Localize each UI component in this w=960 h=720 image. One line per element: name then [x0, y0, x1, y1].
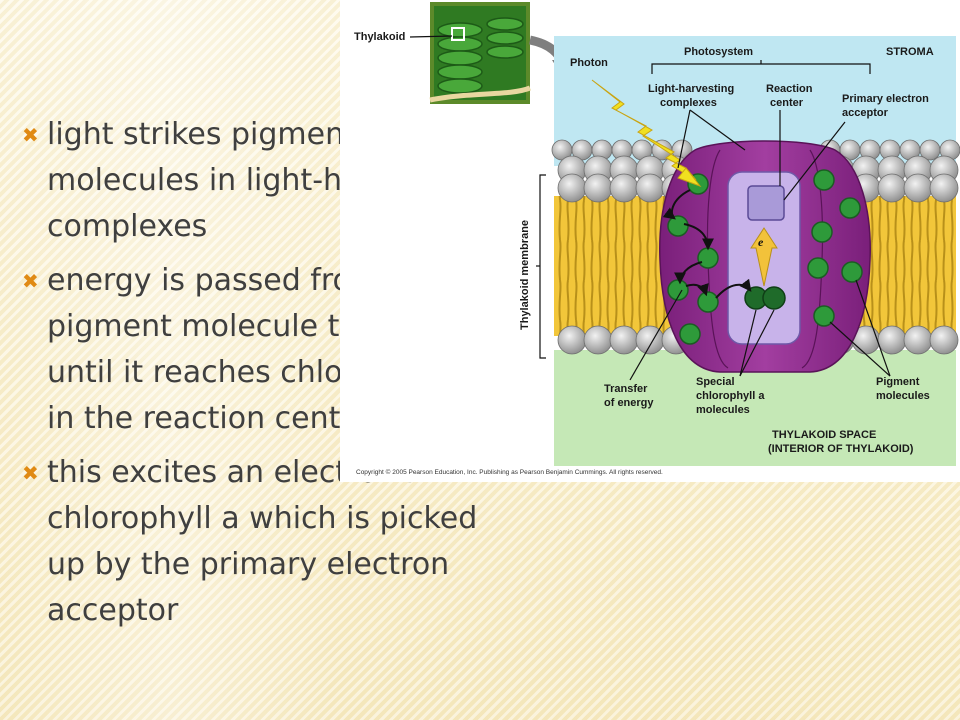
transfer-label-2: of energy: [604, 397, 654, 409]
copyright-text: Copyright © 2005 Pearson Education, Inc.…: [356, 468, 663, 476]
background-band: [0, 0, 340, 720]
primary-acceptor-label-1: Primary electron: [842, 93, 929, 105]
electron-label: e: [758, 235, 764, 249]
electron-arrow: [750, 227, 778, 287]
photosystem-label: Photosystem: [684, 46, 753, 58]
reaction-center-label-2: center: [770, 97, 804, 109]
thylakoid-space-label-1: THYLAKOID SPACE: [772, 429, 876, 441]
label-leaders-bottom: [629, 279, 891, 381]
thylakoid-space-label-2: (INTERIOR OF THYLAKOID): [768, 443, 914, 455]
stroma-label: STROMA: [886, 46, 934, 58]
thylakoid-thumbnail: [429, 2, 531, 104]
photon-label: Photon: [570, 57, 608, 69]
pigment-label-1: Pigment: [876, 376, 920, 388]
primary-acceptor: [747, 185, 785, 221]
thylakoid-label: Thylakoid: [354, 31, 405, 43]
thylakoid-leader: [409, 35, 453, 38]
pigment-label-2: molecules: [876, 390, 930, 402]
label-leaders-top: [677, 109, 846, 201]
light-harvesting-label-2: complexes: [660, 97, 717, 109]
bullet-item: ✖ energy is passed from one pigment mole…: [22, 258, 502, 442]
bullet-item: ✖ this excites an electron in chlorophyl…: [22, 450, 502, 634]
photosystem-figure: Thylakoid: [340, 0, 960, 482]
special-chlorophyll-pair: [744, 286, 786, 310]
photosystem-diagram: Thylakoid: [354, 2, 960, 476]
bullet-text: this excites an electron in chlorophyll …: [47, 455, 478, 628]
x-mark-icon: ✖: [22, 123, 39, 147]
special-label-3: molecules: [696, 404, 750, 416]
light-harvesting-label-1: Light-harvesting: [648, 83, 734, 95]
reaction-center-label-1: Reaction: [766, 83, 813, 95]
x-mark-icon: ✖: [22, 461, 39, 485]
diagram-panel: Thylakoid membrane: [519, 36, 960, 466]
transfer-label-1: Transfer: [604, 383, 648, 395]
primary-acceptor-label-2: acceptor: [842, 107, 889, 119]
special-label-2: chlorophyll a: [696, 390, 765, 402]
bullet-text: energy is passed from one pigment molecu…: [47, 263, 485, 436]
membrane-bracket: [539, 174, 546, 359]
energy-transfer-arrows: [662, 189, 752, 299]
membrane-label: Thylakoid membrane: [519, 220, 531, 330]
x-mark-icon: ✖: [22, 269, 39, 293]
special-label-1: Special: [696, 376, 735, 388]
